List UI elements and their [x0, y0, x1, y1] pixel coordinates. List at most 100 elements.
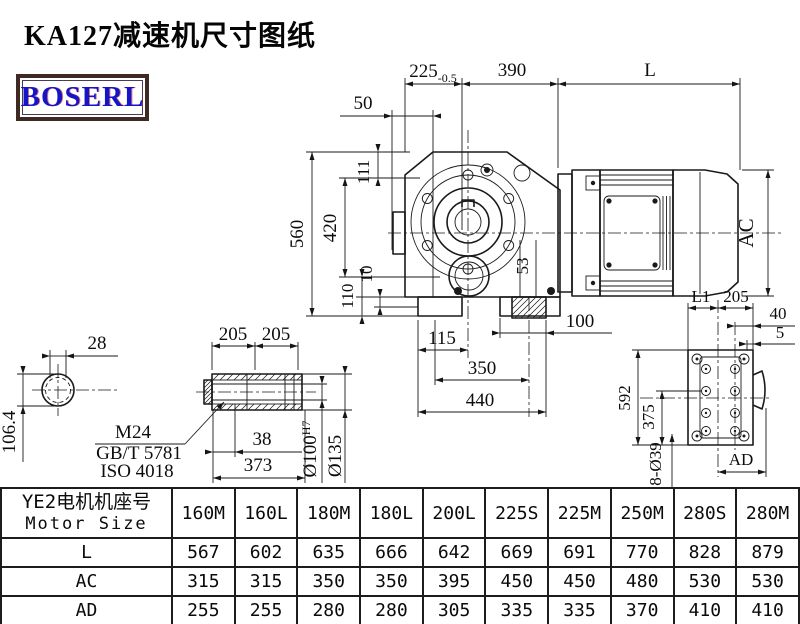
dim-AD: AD: [729, 450, 754, 469]
dim-373: 373: [244, 455, 273, 476]
row-label: AC: [0, 566, 173, 597]
dim-8-dia39: 8-Ø39: [646, 442, 665, 485]
table-cell: 410: [735, 595, 800, 624]
dim-53: 53: [513, 258, 532, 275]
brand-logo-text: BOSERL: [20, 81, 145, 113]
table-header-row: YE2电机机座号 Motor Size 160M 160L 180M 180L …: [0, 487, 800, 539]
hollow-shaft-bore: [446, 200, 490, 244]
foot-bolt-left: [454, 287, 462, 295]
table-cell: 370: [609, 595, 675, 624]
table-cell: 450: [547, 566, 612, 597]
standard-iso: ISO 4018: [100, 461, 173, 482]
gearbox-main-view: [388, 130, 782, 417]
hollow-shaft-detail: 205 205 38 373 Ø100H7 Ø135 M24 GB/T 5781…: [95, 324, 352, 483]
dim-L1: L1: [692, 287, 711, 306]
dim-10: 10: [357, 266, 376, 283]
table-corner-header: YE2电机机座号 Motor Size: [0, 487, 173, 539]
page-title: KA127减速机尺寸图纸: [24, 21, 317, 52]
col-header: 160M: [171, 487, 236, 539]
side-boss: [752, 370, 766, 410]
dim-390: 390: [498, 60, 527, 81]
standard-gbt: GB/T 5781: [96, 443, 182, 464]
table-cell: 255: [171, 595, 236, 624]
thread-callout: M24: [115, 422, 151, 443]
foot-bolt-right: [547, 287, 555, 295]
col-header: 225S: [484, 487, 550, 539]
stator-frame: [603, 195, 661, 271]
header-cn: YE2电机机座号: [21, 491, 152, 514]
motor-size-table: YE2电机机座号 Motor Size 160M 160L 180M 180L …: [0, 487, 800, 624]
table-cell: 567: [171, 537, 236, 568]
table-cell: 770: [609, 537, 675, 568]
dim-205-a: 205: [219, 324, 248, 345]
dim-100: 100: [566, 311, 595, 332]
dim-420: 420: [320, 214, 341, 243]
row-label: L: [0, 537, 173, 568]
table-cell: 669: [484, 537, 550, 568]
table-row: AD 255 255 280 280 305 335 335 370 410 4…: [0, 595, 800, 624]
row-label: AD: [0, 595, 173, 624]
table-cell: 828: [672, 537, 738, 568]
dim-40: 40: [770, 304, 787, 323]
table-cell: 666: [359, 537, 424, 568]
mounting-foot-right: [499, 296, 561, 317]
col-header: 180L: [359, 487, 424, 539]
header-en: Motor Size: [25, 514, 148, 535]
table-cell: 280: [359, 595, 424, 624]
col-header: 180M: [296, 487, 362, 539]
table-cell: 255: [233, 595, 299, 624]
dim-440: 440: [466, 390, 495, 411]
col-header: 280S: [672, 487, 738, 539]
brand-logo: BOSERL: [16, 74, 149, 121]
keyway: [461, 199, 475, 207]
table-cell: 335: [547, 595, 612, 624]
dim-205-b: 205: [262, 324, 291, 345]
table-cell: 480: [609, 566, 675, 597]
table-cell: 530: [735, 566, 800, 597]
table-cell: 280: [296, 595, 362, 624]
dim-28: 28: [88, 333, 107, 354]
dim-350: 350: [468, 358, 497, 379]
table-cell: 410: [672, 595, 738, 624]
table-cell: 642: [421, 537, 487, 568]
dim-106.4: 106.4: [0, 410, 20, 453]
dim-L: L: [644, 60, 656, 81]
table-cell: 315: [233, 566, 299, 597]
table-cell: 602: [233, 537, 299, 568]
motor-end-cap: [672, 169, 739, 297]
sectioned-shaft-stub: [511, 296, 547, 319]
dim-5: 5: [776, 323, 785, 342]
col-header: 160L: [233, 487, 299, 539]
dim-dia100H7: Ø100H7: [299, 421, 321, 478]
table-row: L 567 602 635 666 642 669 691 770 828 87…: [0, 537, 800, 568]
dim-dia135: Ø135: [325, 435, 346, 477]
dim-115: 115: [428, 328, 456, 349]
mounting-flange-view: L1 205 40 5 592 375 8-Ø39 AD: [615, 287, 795, 487]
col-header: 280M: [735, 487, 800, 539]
lower-bore-circle: [448, 255, 490, 297]
table-cell: 315: [171, 566, 236, 597]
flange-body: [687, 349, 754, 446]
table-cell: 635: [296, 537, 362, 568]
dim-111: 111: [354, 160, 373, 184]
mounting-foot-left: [417, 296, 463, 317]
dim-225: 225-0.5: [409, 61, 457, 85]
dim-38: 38: [253, 429, 272, 450]
dim-560: 560: [287, 220, 308, 249]
top-bolt: [480, 163, 494, 177]
table-cell: 335: [484, 595, 550, 624]
main-view-dimensions: 225-0.5 390 L 50 560 420 111 110 10 53 A…: [287, 60, 774, 417]
table-cell: 530: [672, 566, 738, 597]
shaft-cross-section: 28 106.4: [0, 333, 118, 462]
technical-drawing: 225-0.5 390 L 50 560 420 111 110 10 53 A…: [0, 60, 795, 487]
table-cell: 305: [421, 595, 487, 624]
table-row: AC 315 315 350 350 395 450 450 480 530 5…: [0, 566, 800, 597]
table-cell: 395: [421, 566, 487, 597]
table-cell: 879: [735, 537, 800, 568]
dim-110: 110: [338, 284, 357, 309]
flange-outer-circle: [410, 164, 526, 280]
dim-205-flange: 205: [723, 287, 749, 306]
col-header: 225M: [547, 487, 612, 539]
lifting-hole: [513, 164, 531, 182]
